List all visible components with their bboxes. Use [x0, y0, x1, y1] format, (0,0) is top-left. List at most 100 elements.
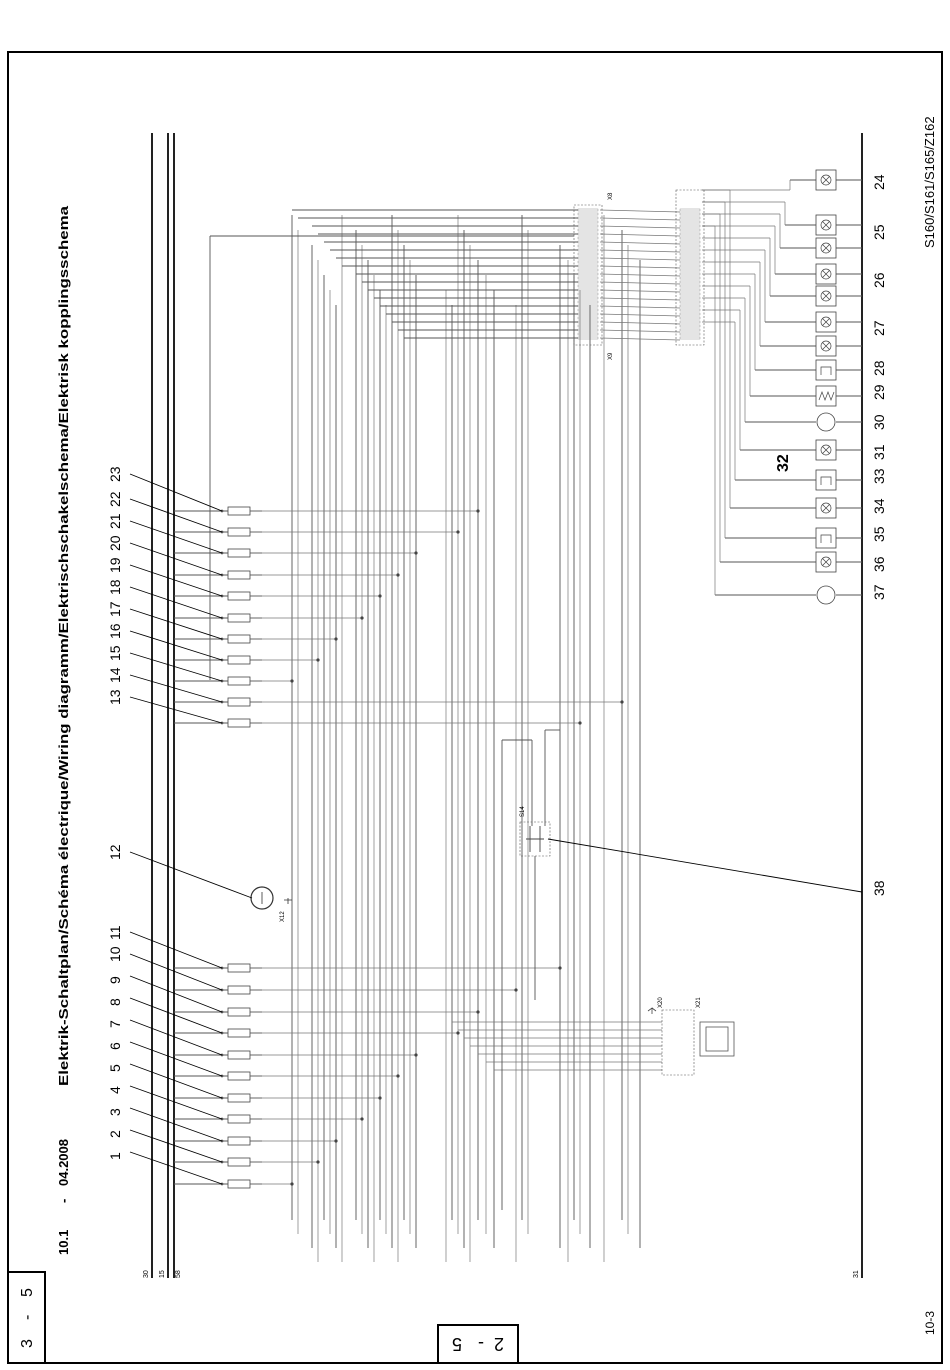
indicator-lamp [702, 214, 862, 258]
callout-13: 13 [107, 689, 123, 705]
callout-22: 22 [107, 491, 123, 507]
svg-text:32: 32 [775, 454, 792, 472]
svg-text:3: 3 [19, 1339, 36, 1348]
page-border [8, 52, 942, 1363]
fuse-connector [174, 986, 262, 994]
svg-text:2: 2 [494, 1334, 504, 1354]
fuse-connector [174, 1072, 262, 1080]
svg-text:X21: X21 [696, 997, 702, 1008]
indicator-lamp [702, 214, 862, 572]
svg-text:10-3: 10-3 [923, 1311, 937, 1335]
svg-text:04.2008: 04.2008 [56, 1139, 71, 1186]
inner-tab-a: 2 [494, 1334, 504, 1354]
callout-26: 26 [871, 272, 887, 288]
callout-12: 12 [107, 844, 123, 860]
callout-21: 21 [107, 513, 123, 529]
connector-label-x8: X8 [608, 192, 614, 200]
fuse-connector [174, 635, 262, 643]
wiring-harness [210, 209, 700, 1262]
bus-label-15: 15 [159, 1270, 166, 1278]
fuse-connector [174, 1029, 262, 1037]
callout-36: 36 [871, 556, 887, 572]
svg-text:58: 58 [175, 1270, 182, 1278]
indicator-lamp [702, 226, 862, 284]
header-separator: - [56, 1199, 71, 1203]
callout-14: 14 [107, 667, 123, 683]
callout-34: 34 [871, 498, 887, 514]
plug-x12 [251, 887, 292, 909]
svg-text:X8: X8 [608, 192, 614, 200]
fuse-connector [174, 571, 262, 579]
svg-text:S14: S14 [520, 806, 526, 817]
outer-tab-a: 3 [19, 1339, 36, 1348]
fuse-connector [174, 719, 262, 727]
callout-4: 4 [107, 1086, 123, 1094]
fuse-connector [174, 656, 262, 664]
callout-29: 29 [871, 384, 887, 400]
fuse-connector [174, 698, 262, 706]
fuse-connector [174, 1137, 262, 1145]
indicator-lamp [702, 202, 862, 235]
callout-18: 18 [107, 579, 123, 595]
fuse-connector [174, 1158, 262, 1166]
right-components [702, 170, 862, 604]
component-label-32: 32 [775, 454, 792, 472]
power-buses: 30 15 58 31 [143, 133, 862, 1278]
callout-6: 6 [107, 1042, 123, 1050]
callout-5: 5 [107, 1064, 123, 1072]
header-date: 04.2008 [56, 1139, 71, 1186]
svg-text:-: - [56, 1199, 71, 1203]
callout-35: 35 [871, 526, 887, 542]
bus-label-31: 31 [853, 1270, 860, 1278]
callout-23: 23 [107, 466, 123, 482]
connector-label-x21: X21 [696, 997, 702, 1008]
svg-text:X20: X20 [658, 997, 664, 1008]
callout-15: 15 [107, 645, 123, 661]
fuse-connector [174, 549, 262, 557]
svg-text:30: 30 [143, 1270, 150, 1278]
connector-label-x20: X20 [658, 997, 664, 1008]
bus-label-58: 58 [175, 1270, 182, 1278]
outer-page-tab: 3 - 5 [8, 1272, 45, 1363]
svg-text:31: 31 [853, 1270, 860, 1278]
switch-label-s14: S14 [520, 806, 526, 817]
connector-x9-block [574, 190, 704, 345]
svg-text:-: - [478, 1334, 484, 1354]
callout-37: 37 [871, 584, 887, 600]
callout-19: 19 [107, 557, 123, 573]
callout-2: 2 [107, 1130, 123, 1138]
callout-25: 25 [871, 224, 887, 240]
callout-17: 17 [107, 601, 123, 617]
indicator-lamp [702, 310, 862, 460]
page-reference: 10-3 [923, 1311, 937, 1335]
svg-text:X9: X9 [608, 352, 614, 360]
switch-s14 [520, 822, 550, 856]
callout-9: 9 [107, 976, 123, 984]
indicator-gauge [702, 226, 862, 604]
connector-label-x12: X12 [280, 911, 286, 922]
callout-3: 3 [107, 1108, 123, 1116]
chapter-number: 10.1 [56, 1230, 71, 1255]
model-designation: S160/S161/S165/Z162 [922, 116, 937, 248]
fuse-connector [174, 507, 262, 515]
callout-33: 33 [871, 468, 887, 484]
inner-page-tab: 5 - 2 [438, 1325, 518, 1363]
left-components [174, 507, 262, 1188]
connector-label-x9: X9 [608, 352, 614, 360]
outer-tab-sep: - [19, 1315, 36, 1320]
callout-30: 30 [871, 414, 887, 430]
callout-24: 24 [871, 174, 887, 190]
indicator-lamp [702, 262, 862, 356]
svg-text:5: 5 [19, 1288, 36, 1297]
indicator-sym [702, 202, 862, 548]
fuse-connector [174, 677, 262, 685]
fuse-connector [174, 1180, 262, 1188]
svg-text:-: - [19, 1315, 36, 1320]
diagram-title: Elektrik-Schaltplan/Schéma électrique/Wi… [57, 205, 71, 1086]
callout-31: 31 [871, 444, 887, 460]
callout-27: 27 [871, 320, 887, 336]
fuse-connector [174, 1051, 262, 1059]
callout-20: 20 [107, 535, 123, 551]
